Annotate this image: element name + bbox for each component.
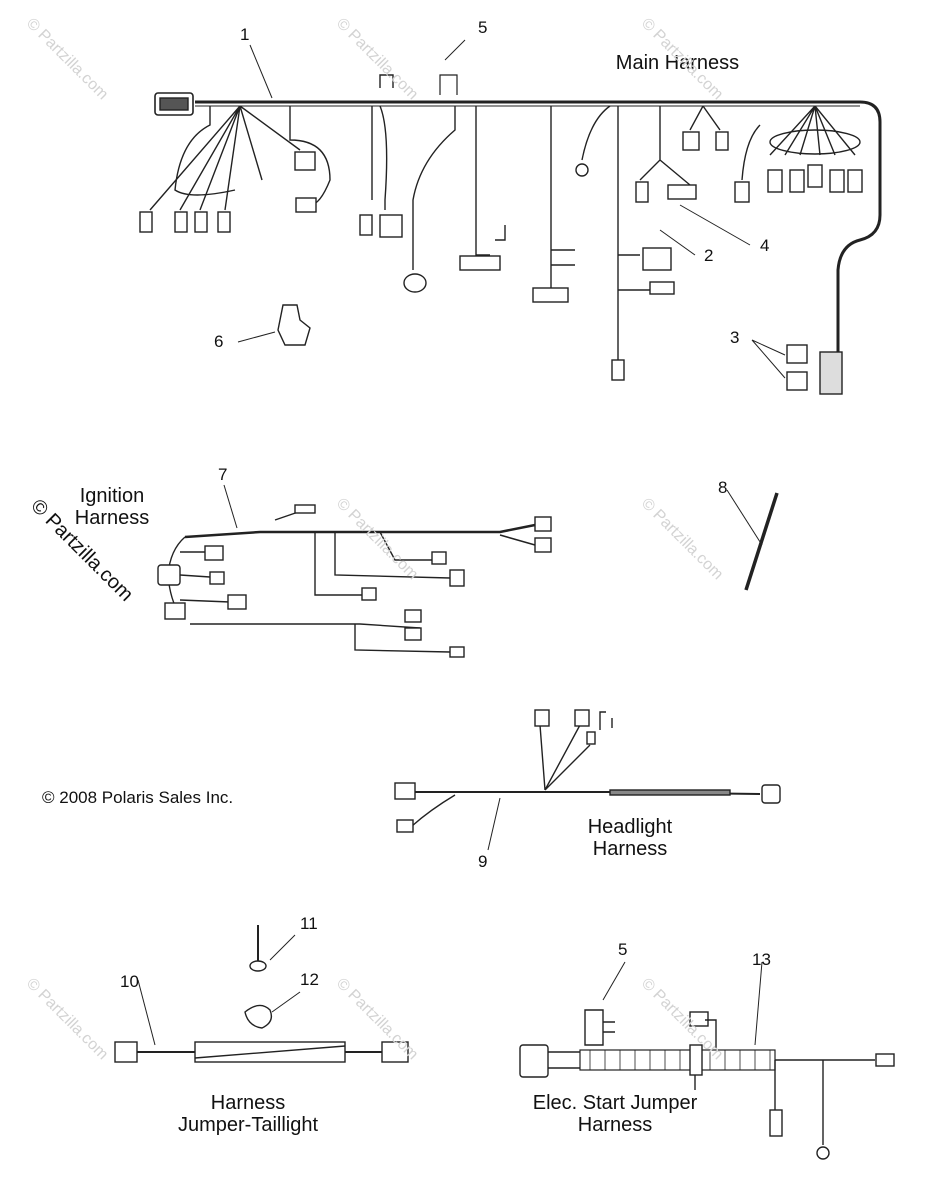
callout-4: 4 bbox=[760, 236, 770, 255]
cable-tie-drawing bbox=[726, 489, 779, 591]
callout-10: 10 bbox=[120, 972, 139, 991]
main-harness-title: Main Harness bbox=[615, 52, 740, 74]
callout-2: 2 bbox=[704, 246, 714, 265]
callout-12: 12 bbox=[300, 970, 319, 989]
copyright-notice: © 2008 Polaris Sales Inc. bbox=[42, 788, 234, 807]
elec-start-harness-drawing bbox=[519, 961, 895, 1160]
main-harness-drawing bbox=[139, 39, 882, 395]
headlight-harness-title: Headlight Harness bbox=[587, 816, 673, 860]
callout-6: 6 bbox=[214, 332, 224, 351]
callout-11: 11 bbox=[300, 914, 318, 933]
ignition-harness-drawing bbox=[157, 484, 552, 658]
taillight-harness-drawing bbox=[114, 925, 409, 1063]
callout-1: 1 bbox=[240, 25, 250, 44]
callout-3: 3 bbox=[730, 328, 740, 347]
taillight-harness-title: Harness Jumper-Taillight bbox=[177, 1092, 319, 1136]
callout-13: 13 bbox=[752, 950, 771, 969]
headlight-harness-drawing bbox=[394, 709, 781, 851]
callout-9: 9 bbox=[478, 852, 488, 871]
elec-start-harness-title: Elec. Start Jumper Harness bbox=[532, 1092, 698, 1136]
callout-5-elec-start: 5 bbox=[618, 940, 628, 959]
ignition-harness-title: Ignition Harness bbox=[74, 485, 150, 529]
callout-5: 5 bbox=[478, 18, 488, 37]
callout-7: 7 bbox=[218, 465, 228, 484]
callout-8: 8 bbox=[718, 478, 728, 497]
